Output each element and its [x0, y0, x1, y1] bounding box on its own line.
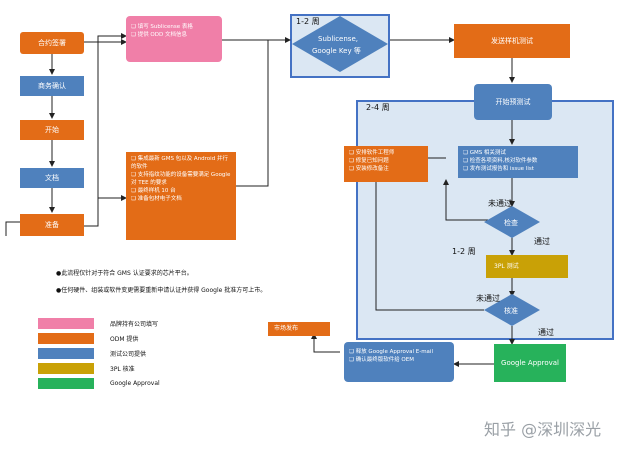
prep-list-item: 最终样机 10 台 — [131, 188, 231, 196]
note-2: 任何硬件、组装或软件变更需要重新申请认证并获得 Google 批准方可上市。 — [56, 285, 266, 294]
weeks-mid-label: 2-4 周 — [366, 103, 390, 112]
check-label: 检查 — [504, 219, 518, 227]
publish-list-item: 确认最终版软件给 OEM — [349, 357, 449, 365]
contract-box: 合约签署 — [20, 32, 84, 54]
legend-swatch — [38, 378, 94, 389]
sublicense-label-1: Sublicense, — [318, 35, 358, 43]
pass-label-2: 通过 — [538, 328, 554, 337]
legend-item-google: Google Approval — [38, 378, 160, 389]
not-pass-label-2: 未通过 — [476, 294, 500, 303]
sublicense-label-2: Google Key 等 — [312, 47, 361, 55]
legend-label: 测试公司提供 — [110, 351, 147, 358]
prep-list-item: 集成最新 GMS 包以及 Android 并行的软件 — [131, 156, 231, 172]
fix-list-item: 安排软件工程师 — [349, 150, 423, 158]
market-release-text: 市场发布 — [274, 325, 299, 333]
weeks-top-label: 1-2 周 — [296, 17, 320, 26]
odm-prep-list: 集成最新 GMS 包以及 Android 并行的软件 支持指纹功能的设备需要满足… — [126, 152, 236, 240]
legend-item-test: 测试公司提供 — [38, 348, 146, 359]
business-confirm-box: 商务确认 — [20, 76, 84, 96]
market-release-box: 市场发布 — [268, 322, 330, 336]
legend-item-3pl: 3PL 核准 — [38, 363, 135, 374]
legend-label: ODM 提供 — [110, 336, 139, 343]
legend-swatch — [38, 363, 94, 374]
send-prototype-box: 发送样机测试 — [454, 24, 570, 58]
not-pass-label-1: 未通过 — [488, 199, 512, 208]
publish-list: 释放 Google Approval E-mail 确认最终版软件给 OEM — [344, 342, 454, 382]
brand-form-list: 填写 Sublicense 表格 提供 ODD 文档信息 — [126, 16, 222, 62]
weeks-lower-label: 1-2 周 — [452, 247, 476, 256]
google-approval-box: Google Approval — [494, 344, 566, 382]
fix-list-item: 安装修改备注 — [349, 166, 423, 174]
threepl-test-box: 3PL 测试 — [486, 255, 568, 278]
docs-box: 文档 — [20, 168, 84, 188]
legend-item-odm: ODM 提供 — [38, 333, 138, 344]
legend-label: 3PL 核准 — [110, 366, 135, 373]
watermark: 知乎 @深圳深光 — [484, 420, 602, 439]
legend-swatch — [38, 348, 94, 359]
prepare-box: 准备 — [20, 214, 84, 236]
legend-swatch — [38, 333, 94, 344]
pink-list-item: 填写 Sublicense 表格 — [131, 24, 217, 32]
gms-list-item: 发布测试报告和 issue list — [463, 166, 573, 174]
start-pretest-box: 开始预测试 — [474, 84, 552, 120]
legend-label: 品牌持有公司填写 — [110, 321, 159, 328]
start-box: 开始 — [20, 120, 84, 140]
threepl-test-text: 3PL 测试 — [494, 262, 519, 270]
fix-list-item: 修复已知问题 — [349, 158, 423, 166]
prep-list-item: 准备包材电子文档 — [131, 196, 231, 204]
pass-label-1: 通过 — [534, 237, 550, 246]
pink-list-item: 提供 ODD 文档信息 — [131, 32, 217, 40]
publish-list-item: 释放 Google Approval E-mail — [349, 349, 449, 357]
prep-list-item: 支持指纹功能的设备需要满足 Google 对 TEE 的要求 — [131, 172, 231, 188]
note-1: 此流程仅针对于符合 GMS 认证要求的芯片平台。 — [56, 268, 192, 277]
legend-label: Google Approval — [110, 380, 160, 387]
fix-list: 安排软件工程师 修复已知问题 安装修改备注 — [344, 146, 428, 182]
gms-test-list: GMS 相关测试 检查各项资料,核对软件参数 发布测试报告和 issue lis… — [458, 146, 578, 178]
approve-label: 核准 — [504, 307, 518, 315]
gms-list-item: GMS 相关测试 — [463, 150, 573, 158]
gms-list-item: 检查各项资料,核对软件参数 — [463, 158, 573, 166]
legend-item-brand: 品牌持有公司填写 — [38, 318, 158, 329]
legend-swatch — [38, 318, 94, 329]
